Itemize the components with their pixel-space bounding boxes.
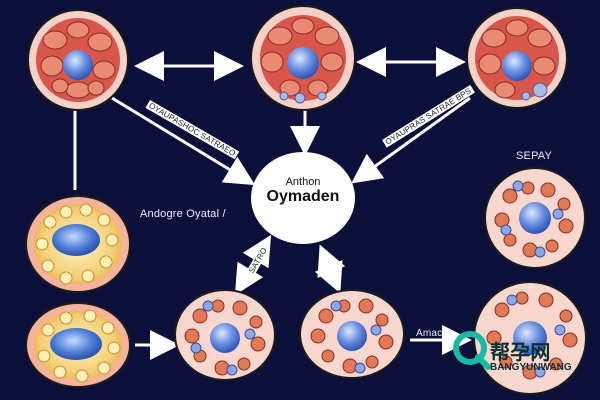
center-label: Anthon Oymaden xyxy=(253,176,353,206)
arrow-top-right-to-center xyxy=(351,96,471,184)
arrow-top-left-to-center xyxy=(111,96,256,186)
cell-top-middle xyxy=(250,5,356,111)
watermark-brand: 帮孕网 xyxy=(490,342,551,364)
cell-bottom-right xyxy=(473,281,587,395)
watermark-domain: BANGYUNWANG xyxy=(490,362,572,373)
watermark-logo-icon xyxy=(453,331,491,370)
center-node xyxy=(251,152,355,244)
arrow-center-to-bottom-right xyxy=(314,244,346,294)
cell-left-middle xyxy=(25,195,131,293)
center-title: Anthon xyxy=(285,176,321,188)
cell-top-right xyxy=(466,7,568,109)
cell-bottom-middle-right xyxy=(299,289,405,379)
cell-right-middle xyxy=(484,167,586,269)
center-subtitle: Oymaden xyxy=(266,188,340,205)
label-bottom-right-arrow: Amacel xyxy=(416,328,451,339)
cell-bottom-left xyxy=(25,302,131,388)
cell-top-left xyxy=(27,9,129,111)
label-right-heading: SEPAY xyxy=(516,150,553,162)
label-left-middle: Andogre Oyatal / xyxy=(140,208,226,220)
cell-bottom-middle-left xyxy=(174,289,276,381)
